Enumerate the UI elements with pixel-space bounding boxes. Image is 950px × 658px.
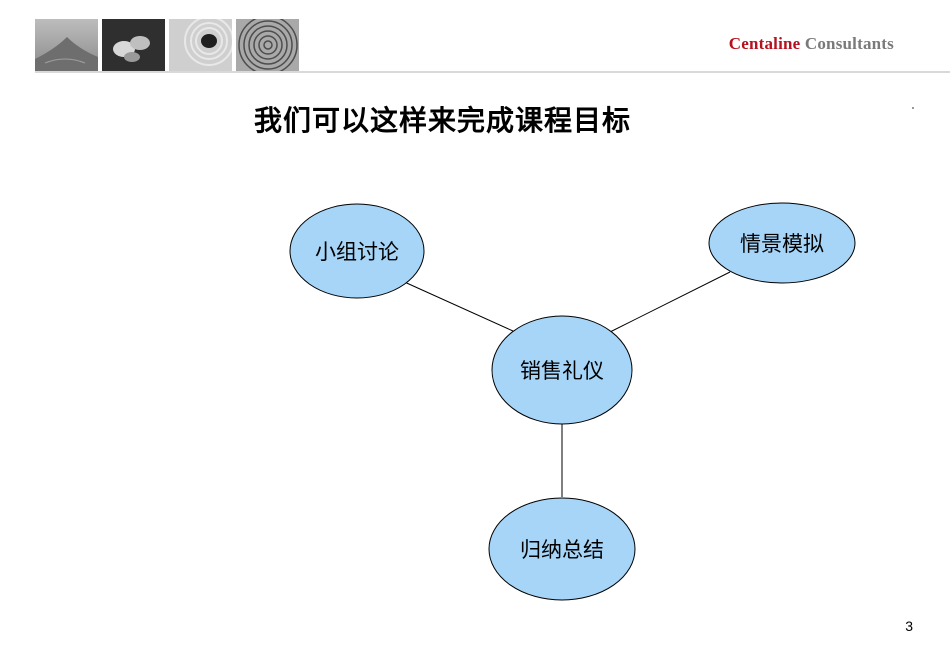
node-center: 销售礼仪	[491, 315, 633, 425]
node-discussion-shape	[289, 203, 425, 299]
edge-center-simulation	[609, 271, 731, 333]
node-center-label: 销售礼仪	[520, 359, 604, 383]
ripple-rings-image	[236, 19, 299, 71]
node-simulation: 情景模拟	[708, 202, 856, 284]
node-summary-shape	[488, 497, 636, 601]
brand-secondary: Consultants	[800, 34, 894, 53]
pebbles-image	[102, 19, 165, 71]
header-image-strip	[35, 19, 305, 71]
raked-sand-stone-image	[169, 19, 232, 71]
node-discussion-label: 小组讨论	[315, 240, 399, 264]
node-summary: 归纳总结	[488, 497, 636, 601]
node-center-shape	[491, 315, 633, 425]
page-number: 3	[905, 618, 913, 634]
node-simulation-shape	[708, 202, 856, 284]
decorative-dot	[912, 107, 914, 109]
edge-center-discussion	[399, 279, 514, 332]
slide-title: 我们可以这样来完成课程目标	[254, 104, 632, 137]
node-simulation-label: 情景模拟	[740, 232, 824, 256]
node-discussion: 小组讨论	[289, 203, 425, 299]
node-summary-label: 归纳总结	[520, 538, 604, 562]
brand-primary: Centaline	[728, 34, 801, 53]
diagram-edges	[399, 271, 731, 497]
sand-mound-image	[35, 19, 98, 71]
header-divider	[35, 71, 950, 73]
brand-logo: Centaline Consultants	[729, 34, 894, 54]
